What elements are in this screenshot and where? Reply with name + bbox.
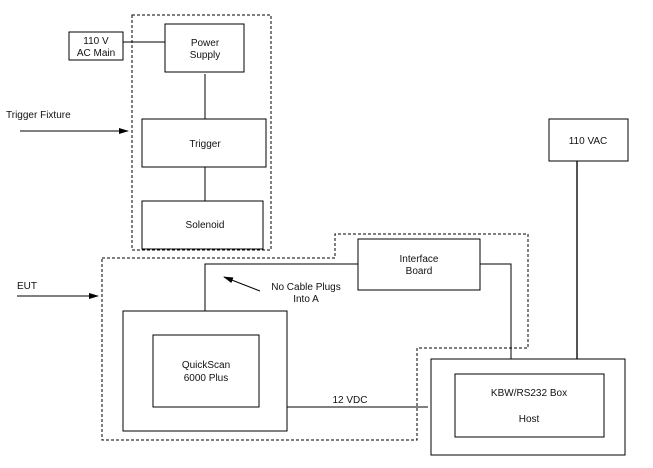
no-cable-line-1: No Cable Plugs [271, 282, 340, 293]
vac-box: 110 VAC [548, 118, 629, 162]
power-supply-box: Power Supply [164, 23, 245, 73]
kbw-line-1: KBW/RS232 Box [491, 388, 567, 399]
quickscan-line-2: 6000 Plus [184, 373, 228, 384]
trigger-label: Trigger [189, 139, 221, 150]
vac-label: 110 VAC [569, 136, 608, 147]
no-cable-arrow [223, 276, 261, 292]
trigger-fixture-group [131, 14, 272, 251]
solenoid-label: Solenoid [186, 220, 225, 231]
interface-board-line-2: Board [406, 266, 433, 277]
power-supply-line-2: Supply [190, 50, 221, 61]
quickscan-line-1: QuickScan [182, 360, 230, 371]
trigger-box: Trigger [141, 118, 267, 168]
no-cable-line-2: Into A [293, 294, 319, 305]
ac-main-line-2: AC Main [77, 48, 115, 59]
eut-group [101, 233, 529, 441]
interface-board-box: Interface Board [357, 238, 481, 291]
trigger-fixture-label: Trigger Fixture [6, 110, 71, 121]
eut-label: EUT [17, 281, 37, 292]
solenoid-box: Solenoid [141, 200, 264, 250]
quickscan-box: QuickScan 6000 Plus [152, 334, 260, 408]
power-supply-line-1: Power [191, 38, 220, 49]
ac-main-box: 110 V AC Main [68, 31, 124, 61]
ac-main-line-1: 110 V [83, 36, 109, 47]
interface-board-line-1: Interface [400, 254, 439, 265]
kbw-box: KBW/RS232 Box Host [454, 373, 605, 438]
wire-quickscan-interface [204, 263, 358, 311]
vdc-label: 12 VDC [332, 395, 367, 406]
kbw-line-2: Host [519, 414, 540, 425]
wire-interface-kbw [480, 263, 512, 359]
